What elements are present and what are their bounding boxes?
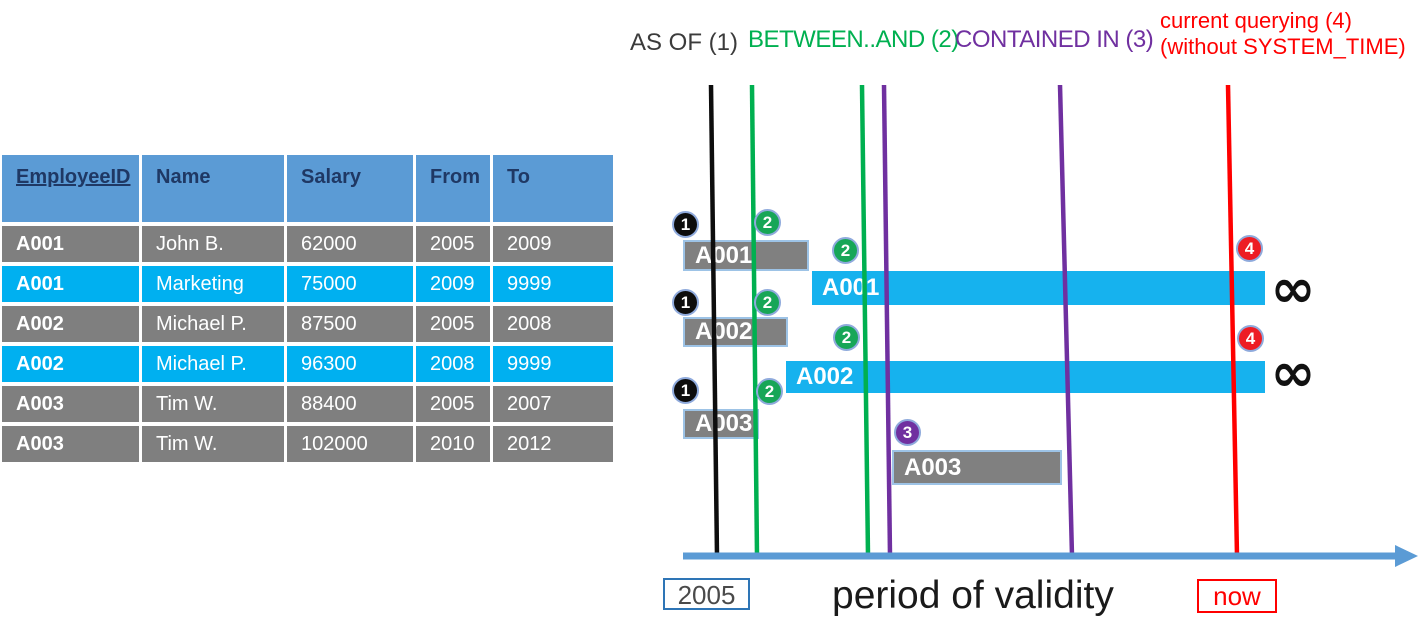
badge-number: 2: [764, 381, 775, 401]
legend-current-querying: current querying (4) (without SYSTEM_TIM…: [1160, 8, 1406, 60]
badge-between-2: 2: [756, 378, 783, 405]
table-cell: Michael P.: [142, 306, 284, 342]
bar-label: A002: [695, 318, 753, 345]
badge-number: 3: [902, 422, 913, 442]
table-cell: 2005: [416, 226, 490, 262]
badge-number: 1: [680, 214, 691, 234]
table-cell: 9999: [493, 346, 613, 382]
employee-table: EmployeeID Name Salary From To A001 John…: [2, 155, 613, 462]
legend-between-and: BETWEEN..AND (2): [748, 26, 959, 53]
badge-as-of-1: 1: [672, 377, 699, 404]
validity-bar-a001-current: A001: [812, 271, 1265, 305]
table-cell: 2007: [493, 386, 613, 422]
validity-bar-a003-old: A003: [683, 409, 759, 439]
bar-label: A001: [822, 274, 880, 301]
table-cell: 88400: [287, 386, 413, 422]
between-line-end: [859, 84, 871, 557]
table-cell: A002: [2, 346, 139, 382]
table-cell: Marketing: [142, 266, 284, 302]
table-cell: Tim W.: [142, 386, 284, 422]
contained-line-end: [1057, 84, 1075, 557]
table-cell: A003: [2, 426, 139, 462]
badge-between-2: 2: [832, 237, 859, 264]
table-cell: Michael P.: [142, 346, 284, 382]
legend-current-line1: current querying (4): [1160, 8, 1352, 33]
validity-bar-a001-old: A001: [683, 240, 809, 271]
contained-line-start: [881, 84, 893, 557]
time-axis-arrowhead: [1395, 545, 1418, 567]
badge-as-of-1: 1: [672, 289, 699, 316]
table-row: A003 Tim W. 88400 2005 2007: [2, 386, 613, 422]
badge-number: 2: [841, 327, 852, 347]
table-cell: 75000: [287, 266, 413, 302]
legend-as-of: AS OF (1): [630, 29, 739, 56]
legend-current-line2: (without SYSTEM_TIME): [1160, 34, 1406, 59]
bar-label: A003: [695, 410, 753, 437]
table-cell: Tim W.: [142, 426, 284, 462]
validity-bar-a003-later: A003: [892, 450, 1062, 485]
table-cell: 102000: [287, 426, 413, 462]
badge-number: 4: [1244, 238, 1255, 258]
table-cell: 9999: [493, 266, 613, 302]
axis-start-year-box: 2005: [663, 578, 750, 610]
table-row: A001 Marketing 75000 2009 9999: [2, 266, 613, 302]
table-row: A001 John B. 62000 2005 2009: [2, 226, 613, 262]
column-header-name: Name: [142, 155, 284, 222]
badge-number: 4: [1245, 328, 1256, 348]
table-cell: 2012: [493, 426, 613, 462]
badge-number: 1: [680, 292, 691, 312]
table-cell: A001: [2, 226, 139, 262]
badge-as-of-1: 1: [672, 211, 699, 238]
legend-contained-in: CONTAINED IN (3): [955, 26, 1154, 53]
badge-between-2: 2: [833, 324, 860, 351]
badge-between-2: 2: [754, 289, 781, 316]
table-row: A002 Michael P. 96300 2008 9999: [2, 346, 613, 382]
badge-current-4: 4: [1236, 235, 1263, 262]
table-cell: 62000: [287, 226, 413, 262]
badge-contained-3: 3: [894, 419, 921, 446]
table-cell: 2010: [416, 426, 490, 462]
table-cell: 2009: [416, 266, 490, 302]
now-line: [1225, 84, 1240, 557]
table-cell: 2005: [416, 386, 490, 422]
badge-current-4: 4: [1237, 325, 1264, 352]
table-header-row: EmployeeID Name Salary From To: [2, 155, 613, 222]
infinity-icon: ∞: [1270, 257, 1316, 320]
table-cell: 2005: [416, 306, 490, 342]
table-cell: 2008: [416, 346, 490, 382]
badge-number: 2: [762, 292, 773, 312]
column-header-salary: Salary: [287, 155, 413, 222]
table-cell: 2009: [493, 226, 613, 262]
infinity-icon: ∞: [1270, 341, 1316, 404]
table-cell: A001: [2, 266, 139, 302]
badge-between-2: 2: [754, 209, 781, 236]
badge-number: 1: [680, 380, 691, 400]
table-cell: A003: [2, 386, 139, 422]
table-cell: A002: [2, 306, 139, 342]
badge-number: 2: [762, 212, 773, 232]
column-header-employeeid: EmployeeID: [2, 155, 139, 222]
axis-now-box: now: [1197, 579, 1277, 613]
bar-label: A002: [796, 363, 854, 390]
column-header-from: From: [416, 155, 490, 222]
axis-title: period of validity: [832, 574, 1114, 617]
validity-bar-a002-old: A002: [683, 317, 788, 347]
table-cell: 96300: [287, 346, 413, 382]
column-header-to: To: [493, 155, 613, 222]
table-row: A003 Tim W. 102000 2010 2012: [2, 426, 613, 462]
table-cell: 87500: [287, 306, 413, 342]
table-cell: John B.: [142, 226, 284, 262]
table-cell: 2008: [493, 306, 613, 342]
bar-label: A001: [695, 241, 753, 269]
badge-number: 2: [840, 240, 851, 260]
validity-bar-a002-current: A002: [786, 361, 1265, 393]
bar-label: A003: [904, 453, 962, 481]
table-row: A002 Michael P. 87500 2005 2008: [2, 306, 613, 342]
